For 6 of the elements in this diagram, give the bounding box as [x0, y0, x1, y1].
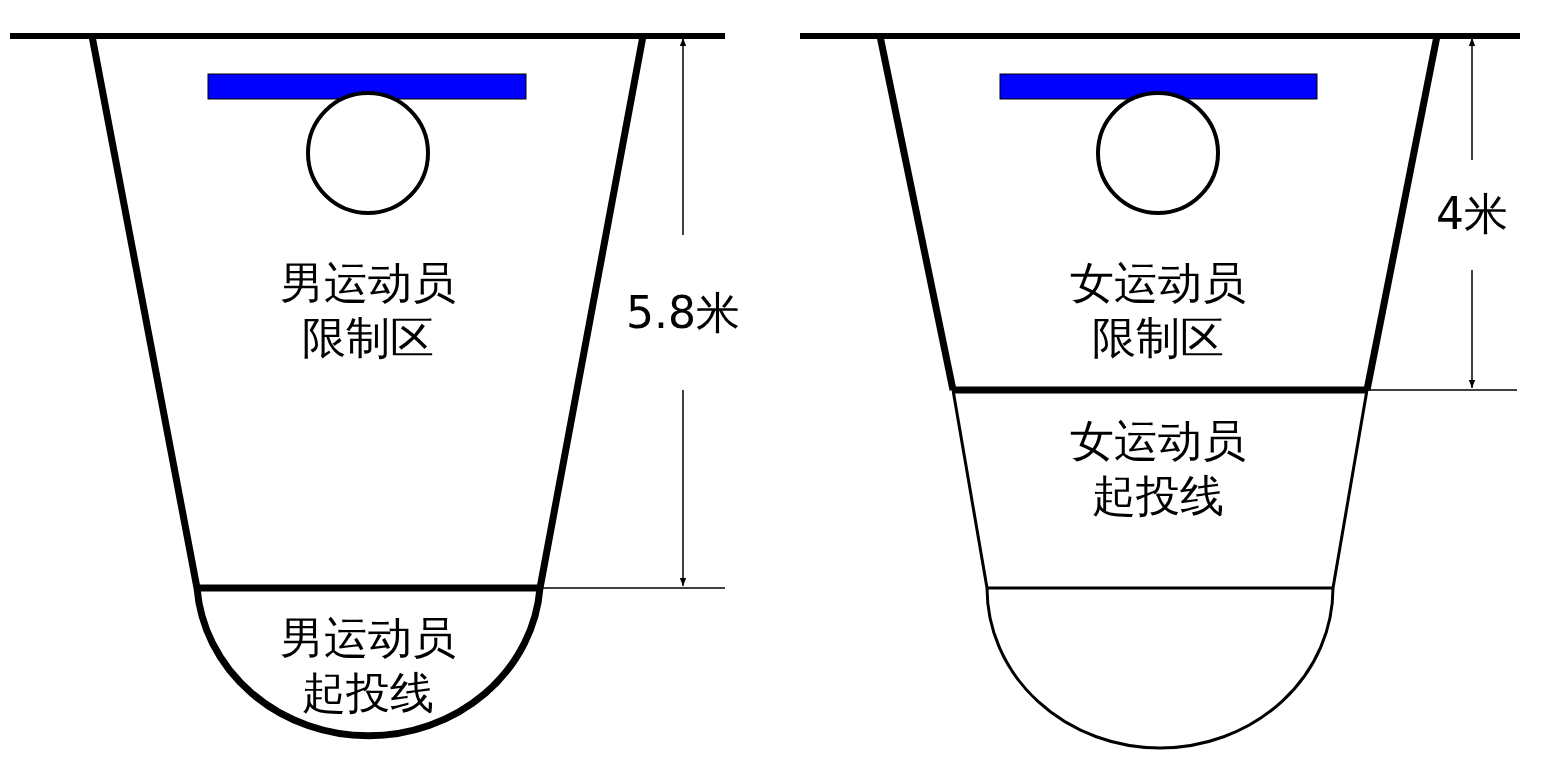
- zone-label: 女运动员限制区: [1070, 256, 1246, 365]
- zone-label: 男运动员起投线: [280, 611, 456, 720]
- zone-label: 男运动员限制区: [280, 256, 456, 365]
- zone-label: 女运动员起投线: [1070, 414, 1246, 523]
- dimension-label: 5.8米: [626, 285, 740, 340]
- dimension-label: 4米: [1436, 186, 1508, 241]
